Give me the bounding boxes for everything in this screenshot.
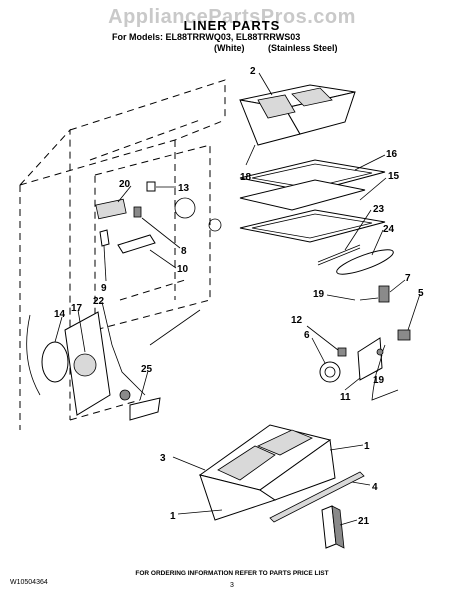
- page-number: 3: [230, 582, 234, 589]
- callout-14: 14: [54, 309, 66, 320]
- document-number: W10504364: [10, 579, 48, 586]
- callout-5: 5: [418, 288, 424, 299]
- callout-1-upper: 1: [364, 441, 370, 452]
- callout-17: 17: [71, 303, 83, 314]
- models-line: For Models: EL88TRRWQ03, EL88TRRWS03: [112, 32, 301, 42]
- callout-22: 22: [93, 296, 105, 307]
- callout-10: 10: [177, 264, 189, 275]
- callout-13: 13: [178, 183, 190, 194]
- part-21-block: [321, 505, 345, 549]
- ordering-note: FOR ORDERING INFORMATION REFER TO PARTS …: [135, 570, 329, 577]
- finish-stainless-label: (Stainless Steel): [268, 43, 338, 53]
- finish-white-label: (White): [214, 43, 245, 53]
- callout-2: 2: [250, 66, 256, 77]
- part-15-shelf: [239, 179, 386, 243]
- callout-4: 4: [372, 482, 378, 493]
- callout-6: 6: [304, 330, 310, 341]
- callout-3: 3: [160, 453, 166, 464]
- callout-19-upper: 19: [313, 289, 325, 300]
- exploded-view-diagram: 2 16 15 18 23 24 20 13 8 10 9 7 19 5 12 …: [19, 66, 424, 549]
- callout-18: 18: [240, 172, 252, 183]
- callout-15: 15: [388, 171, 400, 182]
- control-parts: [95, 181, 156, 254]
- callout-12: 12: [291, 315, 303, 326]
- parts-7-5: [359, 285, 411, 401]
- page-title: LINER PARTS: [183, 18, 281, 33]
- parts-23-24: [317, 244, 394, 275]
- callout-23: 23: [373, 204, 385, 215]
- callout-24: 24: [383, 224, 395, 235]
- callout-19-lower: 19: [373, 375, 385, 386]
- callout-8: 8: [181, 246, 187, 257]
- callout-16: 16: [386, 149, 398, 160]
- leader-lines: [54, 72, 421, 526]
- callout-7: 7: [405, 273, 411, 284]
- part-4-rail: [269, 471, 365, 523]
- callout-20: 20: [119, 179, 131, 190]
- liner-outline: [19, 79, 226, 430]
- callout-9: 9: [101, 283, 107, 294]
- bottom-pan: [198, 424, 336, 521]
- callout-1-lower: 1: [170, 511, 176, 522]
- watermark: AppliancePartsPros.com: [108, 6, 356, 28]
- callout-25: 25: [141, 364, 153, 375]
- fan-motor-assembly: [26, 309, 201, 421]
- inner-wall: [94, 144, 222, 331]
- knob-assembly: [319, 337, 384, 383]
- part-2-pan: [239, 84, 356, 146]
- callout-11: 11: [340, 392, 351, 403]
- callout-21: 21: [358, 516, 370, 527]
